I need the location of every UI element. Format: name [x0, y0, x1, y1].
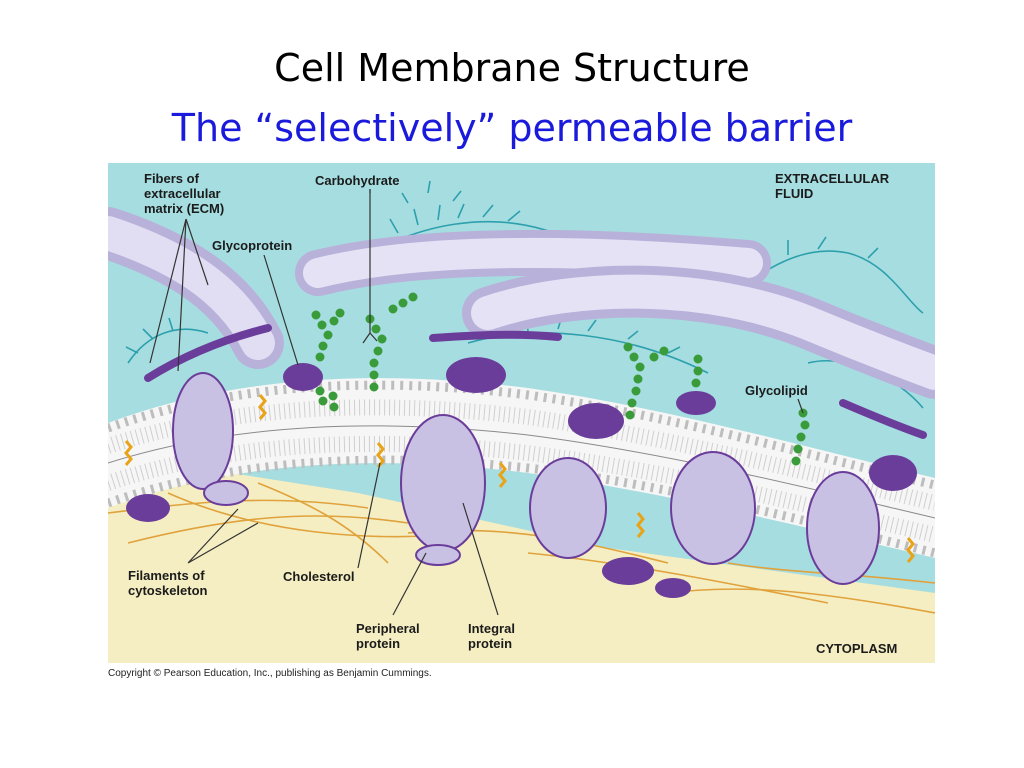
slide-subtitle: The “selectively” permeable barrier: [171, 106, 853, 150]
surface-fibers: [144, 324, 927, 439]
membrane-illustration: [108, 163, 935, 663]
copyright-notice: Copyright © Pearson Education, Inc., pub…: [108, 668, 432, 679]
label-glycolipid: Glycolipid: [745, 383, 808, 398]
label-cytoplasm: CYTOPLASM: [816, 641, 898, 656]
label-cholesterol: Cholesterol: [283, 569, 355, 584]
membrane-diagram: Fibers of extracellular matrix (ECM) Car…: [108, 163, 935, 663]
integral-proteins: [172, 372, 880, 585]
peripheral-proteins: [126, 357, 917, 598]
label-ecm-fibers: Fibers of extracellular matrix (ECM): [144, 171, 225, 216]
label-leader-lines: [149, 189, 804, 616]
slide-title: Cell Membrane Structure: [274, 46, 750, 90]
label-glycoprotein: Glycoprotein: [212, 238, 293, 253]
carbohydrate-chains: [311, 292, 810, 466]
cytoplasm-region: [108, 463, 935, 663]
cholesterol-molecules: [124, 394, 915, 563]
label-extracellular-fluid: EXTRACELLULAR FLUID: [775, 171, 890, 201]
label-carbohydrate: Carbohydrate: [315, 173, 400, 188]
label-cytoskeleton-filaments: Filaments of cytoskeleton: [128, 568, 208, 598]
label-peripheral-protein: Peripheral protein: [356, 621, 420, 651]
label-integral-protein: Integral protein: [468, 621, 515, 651]
